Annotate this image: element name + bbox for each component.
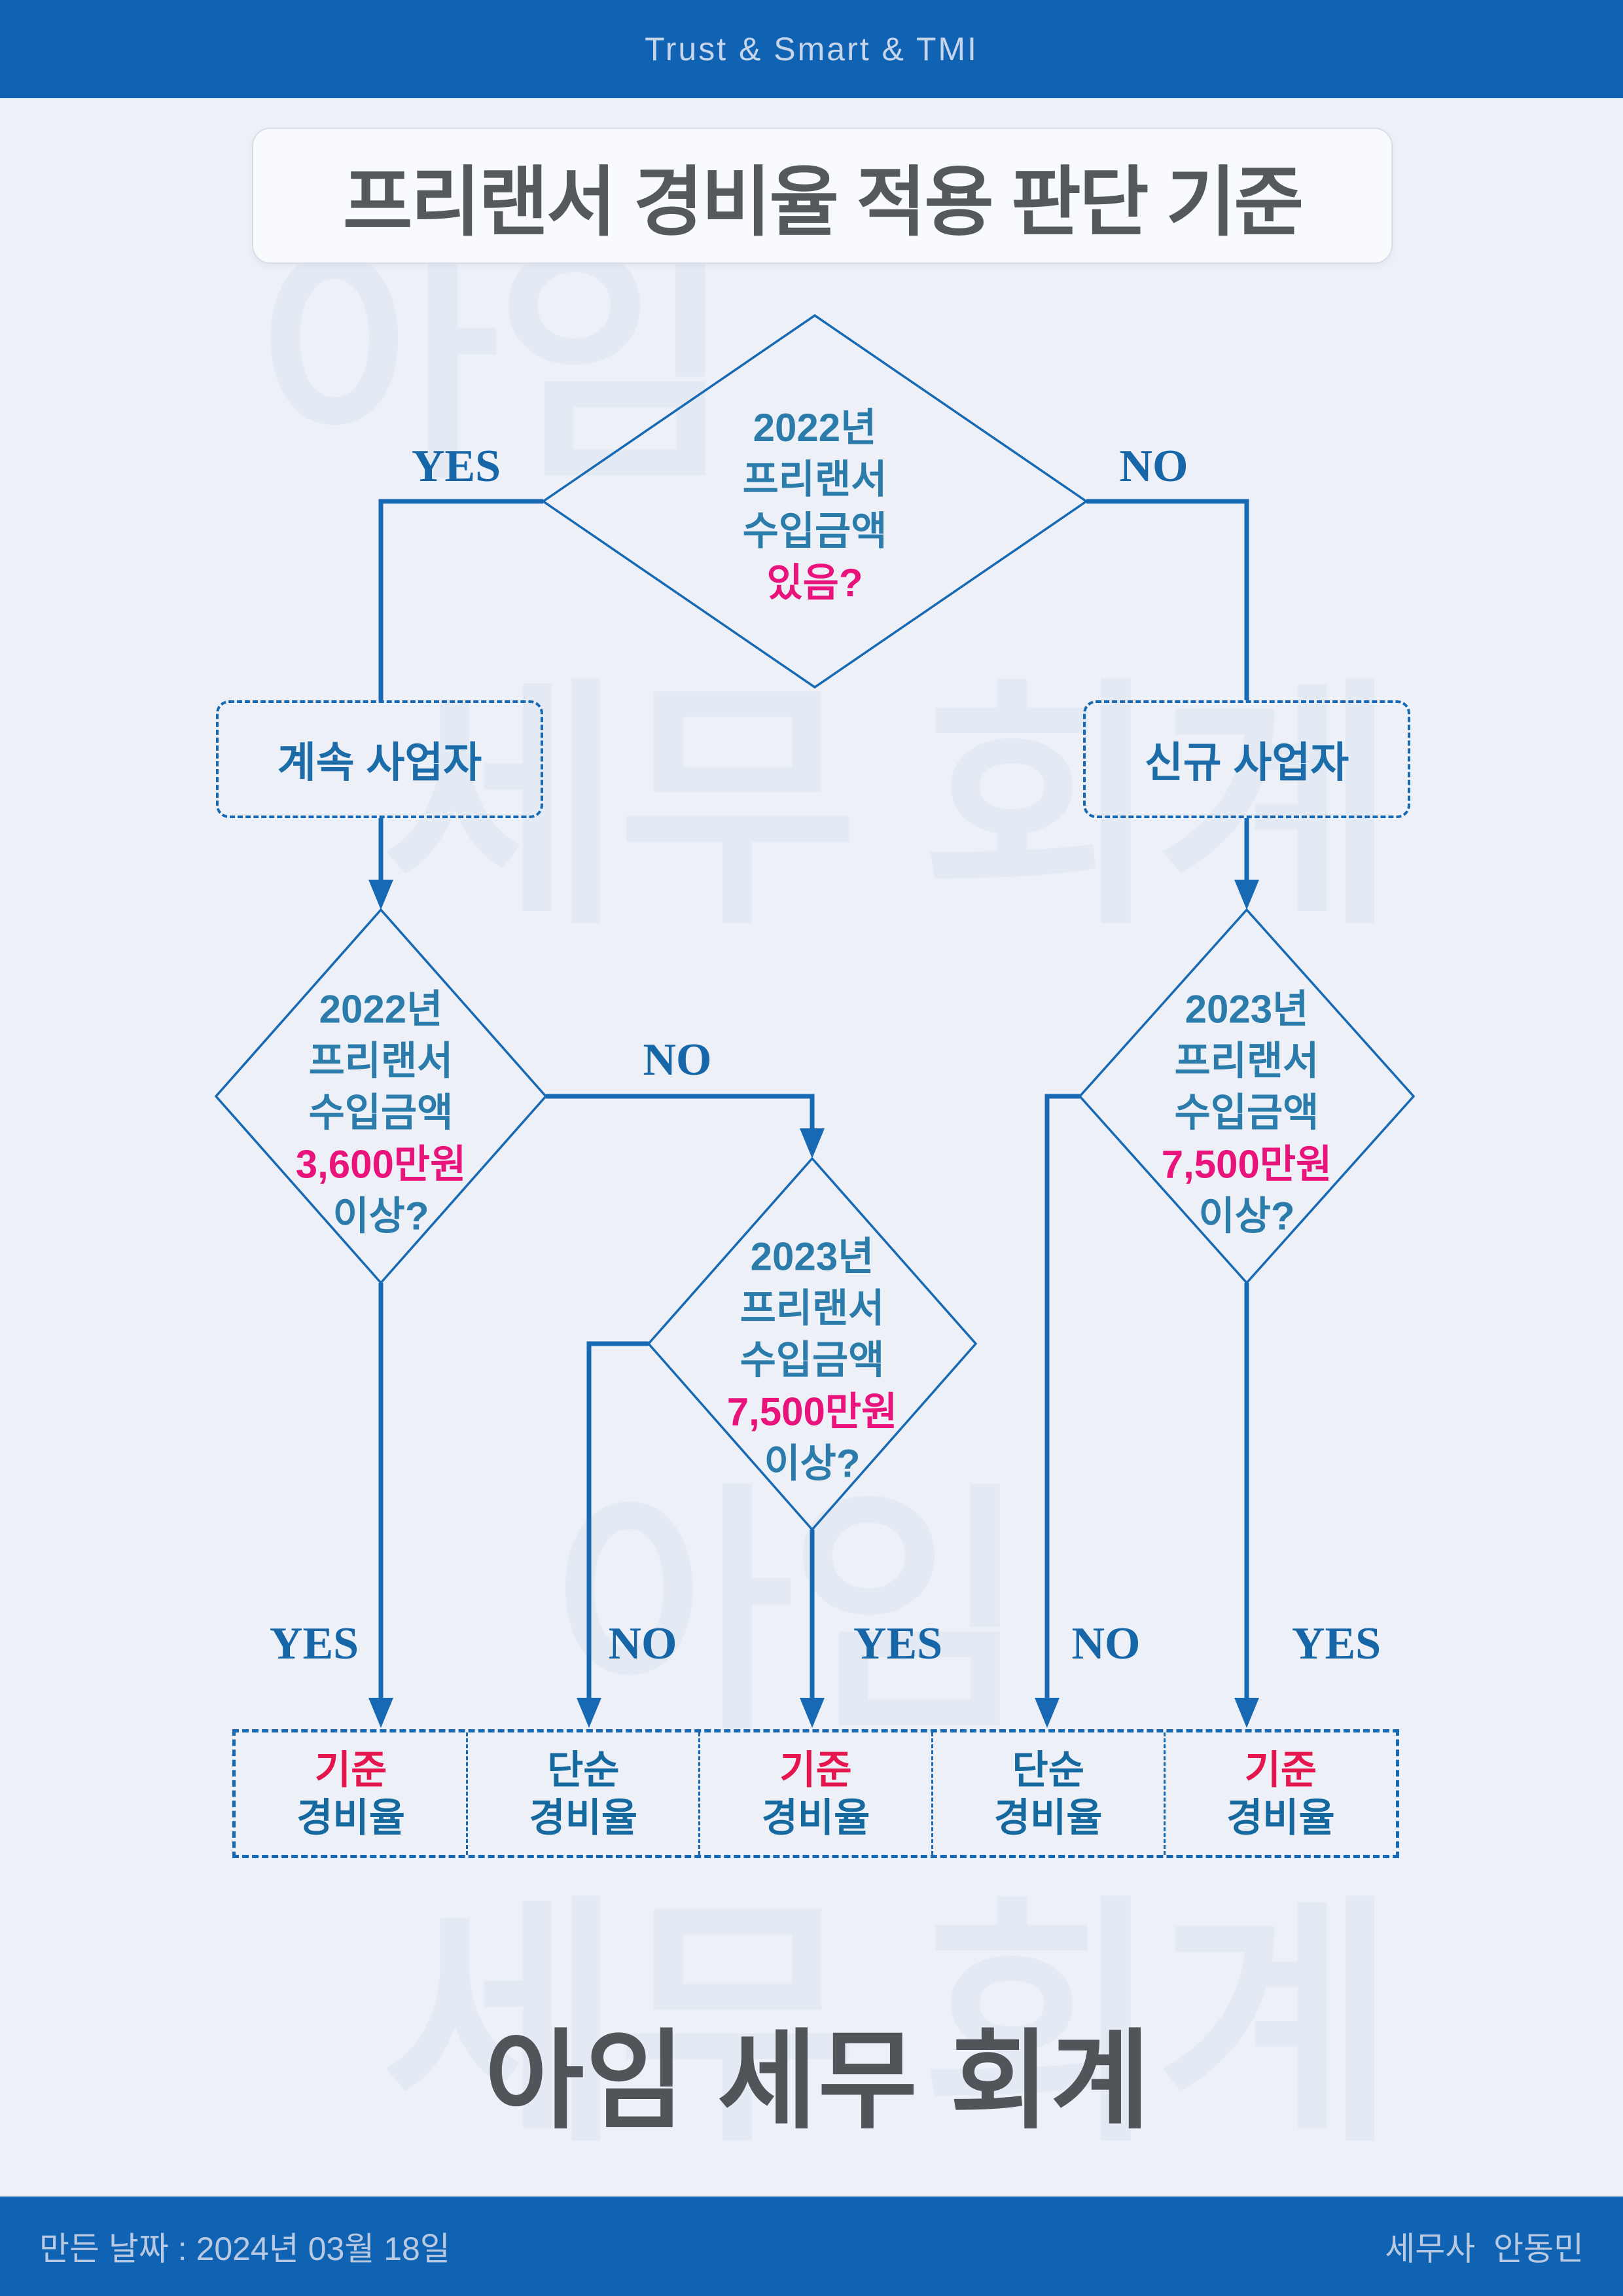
title-card: 프리랜서 경비율 적용 판단 기준: [252, 128, 1393, 264]
decision-amount: 7,500만원: [726, 1390, 898, 1434]
arrowhead: [1035, 1698, 1060, 1728]
decision-suffix: 이상?: [764, 1441, 861, 1486]
bottom-banner: 만든 날짜 : 2024년 03월 18일 세무사 안동민: [0, 2197, 1623, 2296]
result-label-top: 단순: [547, 1748, 620, 1792]
result-box-standard: 기준 경비율: [698, 1732, 931, 1855]
watermark-text: 아임: [259, 217, 735, 510]
connector-root-yes: [378, 499, 543, 700]
result-label-top: 기준: [779, 1748, 852, 1792]
author: 세무사 안동민: [1385, 2231, 1584, 2267]
label-result-4-no: NO: [1071, 1619, 1141, 1669]
decision-amount: 3,600만원: [295, 1142, 467, 1187]
branch-box-label: 신규 사업자: [1144, 739, 1349, 786]
decision-question: 있음?: [766, 561, 863, 605]
branch-box-new: 신규 사업자: [1083, 700, 1410, 818]
watermark-text: 세무 회계: [382, 1879, 1397, 2172]
watermark-text: 아임: [553, 1467, 1029, 1760]
page-title: 프리랜서 경비율 적용 판단 기준: [342, 160, 1304, 245]
arrowhead: [577, 1698, 601, 1728]
decision-amount: 7,500만원: [1161, 1142, 1332, 1187]
result-box-simple: 단순 경비율: [466, 1732, 698, 1855]
decision-line: 프리랜서: [1174, 1039, 1319, 1083]
branch-box-continuing: 계속 사업자: [216, 700, 543, 818]
arrowhead: [800, 1698, 825, 1728]
decision-line: 프리랜서: [740, 1286, 885, 1331]
brand-text: 아임 세무 회계: [484, 2020, 1152, 2142]
result-label-bottom: 경비율: [993, 1795, 1103, 1840]
arrowhead: [368, 1698, 393, 1728]
result-label-bottom: 경비율: [1226, 1795, 1335, 1840]
decision-middle-text: 2023년 프리랜서 수입금액 7,500만원 이상?: [727, 1231, 898, 1490]
label-result-3-yes: YES: [853, 1619, 943, 1669]
label-result-2-no: NO: [608, 1619, 677, 1669]
label-root-yes: YES: [411, 441, 501, 492]
label-root-no: NO: [1119, 441, 1188, 492]
result-box-simple: 단순 경비율: [931, 1732, 1164, 1855]
top-banner: Trust & Smart & TMI: [0, 0, 1623, 98]
decision-line: 수입금액: [740, 1338, 885, 1382]
decision-line: 2023년: [750, 1234, 874, 1279]
decision-right-text: 2023년 프리랜서 수입금액 7,500만원 이상?: [1162, 984, 1332, 1242]
decision-line: 2022년: [753, 406, 877, 450]
connector-left-no: [546, 1094, 815, 1130]
decision-line: 2022년: [319, 987, 443, 1031]
result-box-standard: 기준 경비율: [1163, 1732, 1396, 1855]
result-label-bottom: 경비율: [529, 1795, 638, 1840]
arrowhead: [1234, 1698, 1259, 1728]
result-label-top: 기준: [1244, 1748, 1317, 1792]
result-label-top: 기준: [314, 1748, 387, 1792]
decision-line: 프리랜서: [308, 1039, 454, 1083]
arrowhead: [1234, 880, 1259, 910]
decision-line: 수입금액: [308, 1090, 454, 1135]
decision-line: 프리랜서: [742, 457, 887, 501]
decision-line: 2023년: [1185, 987, 1309, 1031]
connector-middle-no: [586, 1341, 649, 1700]
label-result-5-yes: YES: [1291, 1619, 1382, 1669]
result-label-top: 단순: [1012, 1748, 1084, 1792]
decision-left-text: 2022년 프리랜서 수입금액 3,600만원 이상?: [296, 984, 467, 1242]
label-left-no: NO: [643, 1035, 712, 1085]
tagline: Trust & Smart & TMI: [645, 31, 978, 67]
connector-root-no: [1086, 499, 1249, 700]
result-label-bottom: 경비율: [761, 1795, 870, 1840]
watermark-text: 세무 회계: [382, 662, 1397, 955]
arrowhead: [800, 1128, 825, 1158]
diamond-root: [541, 314, 1089, 689]
result-label-bottom: 경비율: [296, 1795, 405, 1840]
branch-box-label: 계속 사업자: [277, 739, 482, 786]
result-box-standard: 기준 경비율: [236, 1732, 466, 1855]
arrowhead: [368, 880, 393, 910]
decision-root-text: 2022년 프리랜서 수입금액 있음?: [743, 402, 887, 609]
created-date: 만든 날짜 : 2024년 03월 18일: [39, 2231, 450, 2267]
connector-right-no: [1044, 1094, 1080, 1700]
result-row: 기준 경비율 단순 경비율 기준 경비율 단순 경비율 기준 경비율: [232, 1729, 1399, 1858]
label-result-1-yes: YES: [269, 1619, 359, 1669]
decision-suffix: 이상?: [1198, 1194, 1295, 1238]
decision-line: 수입금액: [1174, 1090, 1319, 1135]
decision-suffix: 이상?: [332, 1194, 429, 1238]
decision-line: 수입금액: [742, 509, 887, 553]
